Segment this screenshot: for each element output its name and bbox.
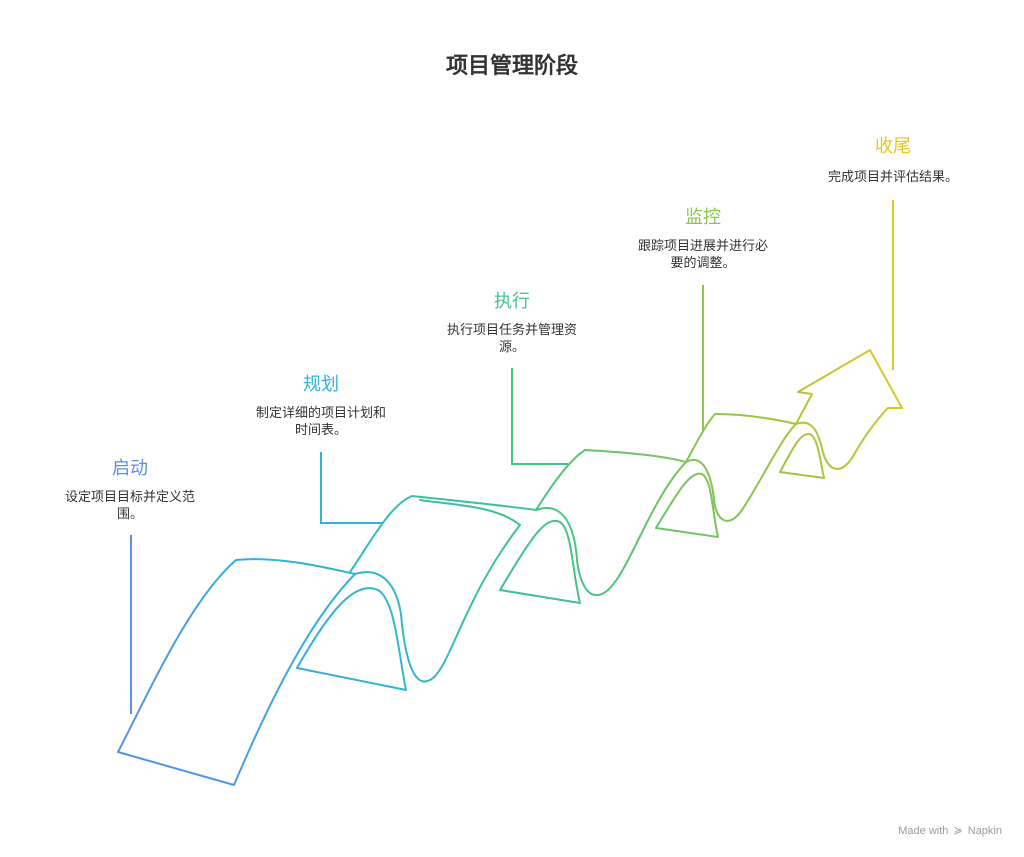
stage-desc-line: 源。 — [498, 340, 525, 355]
napkin-brand-label: Napkin — [967, 825, 1002, 837]
stage-desc-closing: 完成项目并评估结果。 — [797, 169, 989, 186]
stage-desc-line: 跟踪项目进展并进行必 — [637, 239, 768, 254]
stage-title-execution: 执行 — [494, 291, 530, 312]
stage-desc-monitoring: 跟踪项目进展并进行必 要的调整。 — [613, 238, 793, 272]
stage-desc-line: 制定详细的项目计划和 — [255, 406, 386, 421]
ribbon-step-3 — [535, 449, 586, 511]
stage-title-planning: 规划 — [303, 374, 339, 395]
connector-line-execution — [511, 368, 568, 465]
napkin-logo-icon: ≽ — [953, 825, 963, 837]
stage-title-monitoring: 监控 — [685, 207, 721, 228]
ribbon-step-2 — [349, 495, 537, 573]
connector-line-planning — [320, 452, 383, 524]
ribbon-step-1-fold — [296, 499, 521, 691]
stage-desc-line: 执行项目任务并管理资 — [446, 323, 577, 338]
stage-title-closing: 收尾 — [875, 136, 911, 157]
ribbon-step-4-fold — [779, 349, 903, 479]
stage-desc-planning: 制定详细的项目计划和 时间表。 — [231, 405, 411, 439]
diagram-title: 项目管理阶段 — [445, 54, 578, 79]
ribbon-step-1 — [117, 558, 356, 786]
made-with-napkin-credit: Made with ≽ Napkin — [898, 824, 1002, 837]
stage-desc-line: 围。 — [116, 507, 143, 522]
stage-desc-line: 时间表。 — [294, 423, 347, 438]
stage-desc-execution: 执行项目任务并管理资 源。 — [422, 322, 602, 356]
ribbon-step-2-fold — [499, 449, 687, 604]
stage-title-initiation: 启动 — [112, 458, 148, 479]
stage-desc-line: 完成项目并评估结果。 — [827, 170, 958, 185]
stage-desc-line: 要的调整。 — [670, 256, 736, 271]
ribbon-step-4 — [685, 413, 716, 463]
ribbon-step-3-fold — [655, 413, 797, 538]
stage-desc-line: 设定项目目标并定义范 — [64, 490, 195, 505]
stage-desc-initiation: 设定项目目标并定义范 围。 — [40, 489, 220, 523]
made-with-label: Made with — [898, 825, 949, 837]
